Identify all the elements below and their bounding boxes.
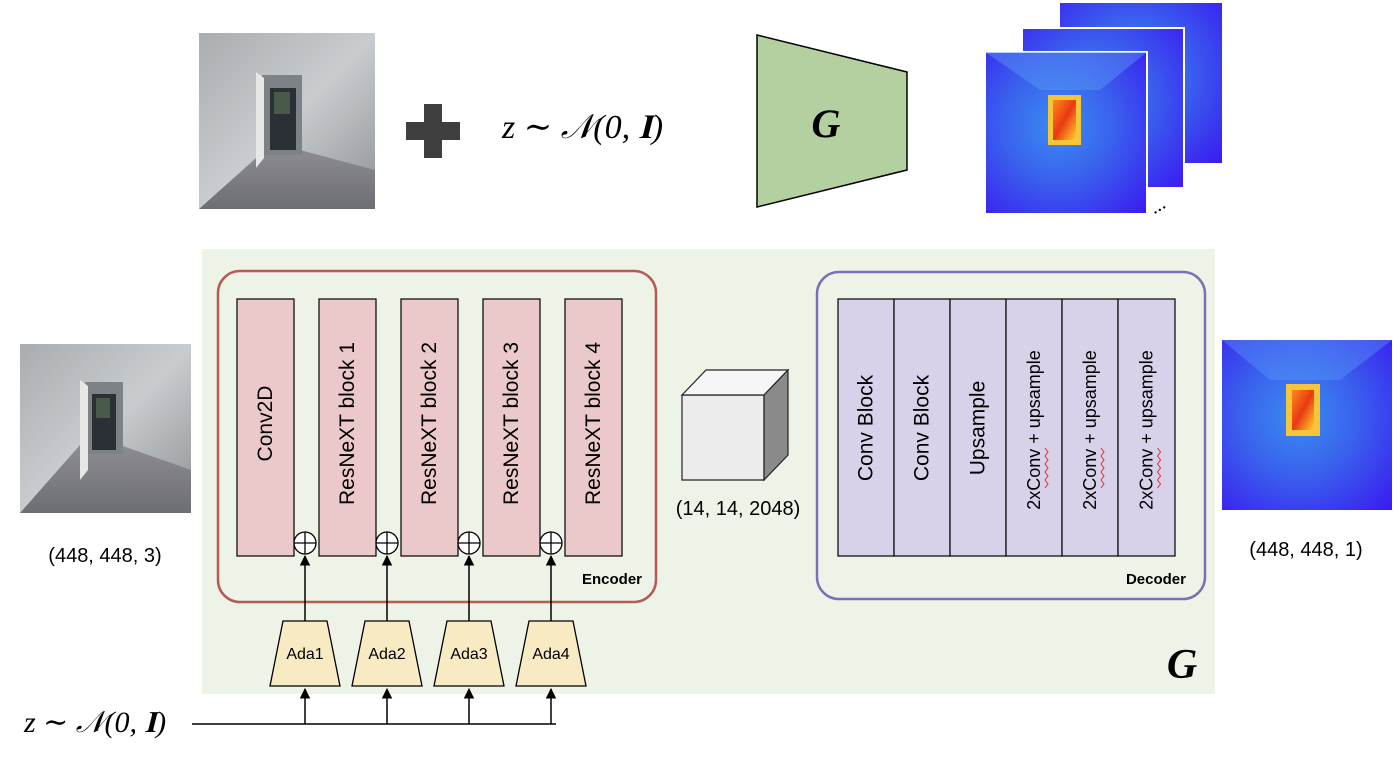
encoder-block-4: ResNeXT block 3	[482, 298, 541, 557]
decoder-title: Decoder	[1126, 571, 1186, 588]
encoder-block-label: ResNeXT block 4	[582, 342, 605, 505]
top-generator-trapezoid: G	[756, 34, 908, 208]
encoder-title: Encoder	[582, 571, 642, 588]
panel-generator-label: G	[1167, 642, 1197, 688]
encoder-block-label: Conv2D	[254, 386, 277, 462]
encoder-block-2: ResNeXT block 1	[318, 298, 377, 557]
decoder-block-label: 2xConv + upsample	[1024, 350, 1044, 510]
latent-cube	[680, 368, 790, 482]
top-noise-formula: z ∼ 𝒩(0, 𝐈)	[501, 109, 663, 146]
bottom-noise-formula: z ∼ 𝒩(0, 𝐈)	[23, 706, 166, 739]
decoder-block-label: 2xConv + upsample	[1137, 350, 1157, 510]
encoder-block-1: Conv2D	[236, 298, 295, 557]
ada-module-1: Ada1	[269, 620, 341, 687]
sum-node-icon	[457, 531, 481, 555]
decoder-block-label: Upsample	[967, 381, 990, 476]
top-generator-label: G	[812, 101, 841, 146]
encoder-block-5: ResNeXT block 4	[564, 298, 623, 557]
output-shape-label: (448, 448, 1)	[1249, 539, 1362, 561]
decoder-block-5: 2xConv + upsample	[1061, 298, 1119, 557]
top-depth-maps-stack: ...	[984, 3, 1222, 219]
ada-label: Ada1	[286, 646, 323, 663]
decoder-block-4: 2xConv + upsample	[1005, 298, 1063, 557]
decoder-border	[815, 270, 1207, 601]
decoder-block-2: Conv Block	[893, 298, 951, 557]
decoder-block-6: 2xConv + upsample	[1117, 298, 1176, 557]
bottom-input-room-image	[20, 344, 191, 513]
ada-module-3: Ada3	[433, 620, 505, 687]
decoder-block-label: Conv Block	[911, 374, 934, 481]
decoder-group: Decoder Conv Block Conv Block Upsample 2xCo…	[815, 270, 1207, 601]
ada-module-4: Ada4	[515, 620, 587, 687]
ada-label: Ada4	[532, 646, 569, 663]
latent-shape-label: (14, 14, 2048)	[676, 498, 801, 520]
ada-module-2: Ada2	[351, 620, 423, 687]
encoder-block-3: ResNeXT block 2	[400, 298, 459, 557]
spellcheck-squiggle-icon	[1044, 447, 1049, 489]
top-input-room-image	[199, 33, 375, 209]
sum-node-icon	[293, 531, 317, 555]
sum-node-icon	[375, 531, 399, 555]
decoder-block-3: Upsample	[949, 298, 1007, 557]
input-shape-label: (448, 448, 3)	[48, 545, 161, 567]
encoder-border	[216, 269, 658, 604]
ada-label: Ada3	[450, 646, 487, 663]
decoder-block-label: 2xConv + upsample	[1080, 350, 1100, 510]
plus-icon	[406, 104, 460, 158]
more-ellipsis-icon: ...	[1145, 192, 1169, 219]
sum-node-icon	[539, 531, 563, 555]
decoder-block-1: Conv Block	[837, 298, 895, 557]
encoder-group: Encoder Conv2D ResNeXT block 1 ResNeXT blo…	[216, 269, 658, 604]
encoder-block-label: ResNeXT block 1	[336, 342, 359, 505]
spellcheck-squiggle-icon	[1156, 447, 1162, 489]
encoder-block-label: ResNeXT block 3	[500, 342, 523, 505]
decoder-block-label: Conv Block	[855, 374, 878, 481]
bottom-output-depth-map	[1222, 340, 1392, 510]
ada-label: Ada2	[368, 646, 405, 663]
spellcheck-squiggle-icon	[1100, 447, 1105, 489]
encoder-block-label: ResNeXT block 2	[418, 342, 441, 505]
